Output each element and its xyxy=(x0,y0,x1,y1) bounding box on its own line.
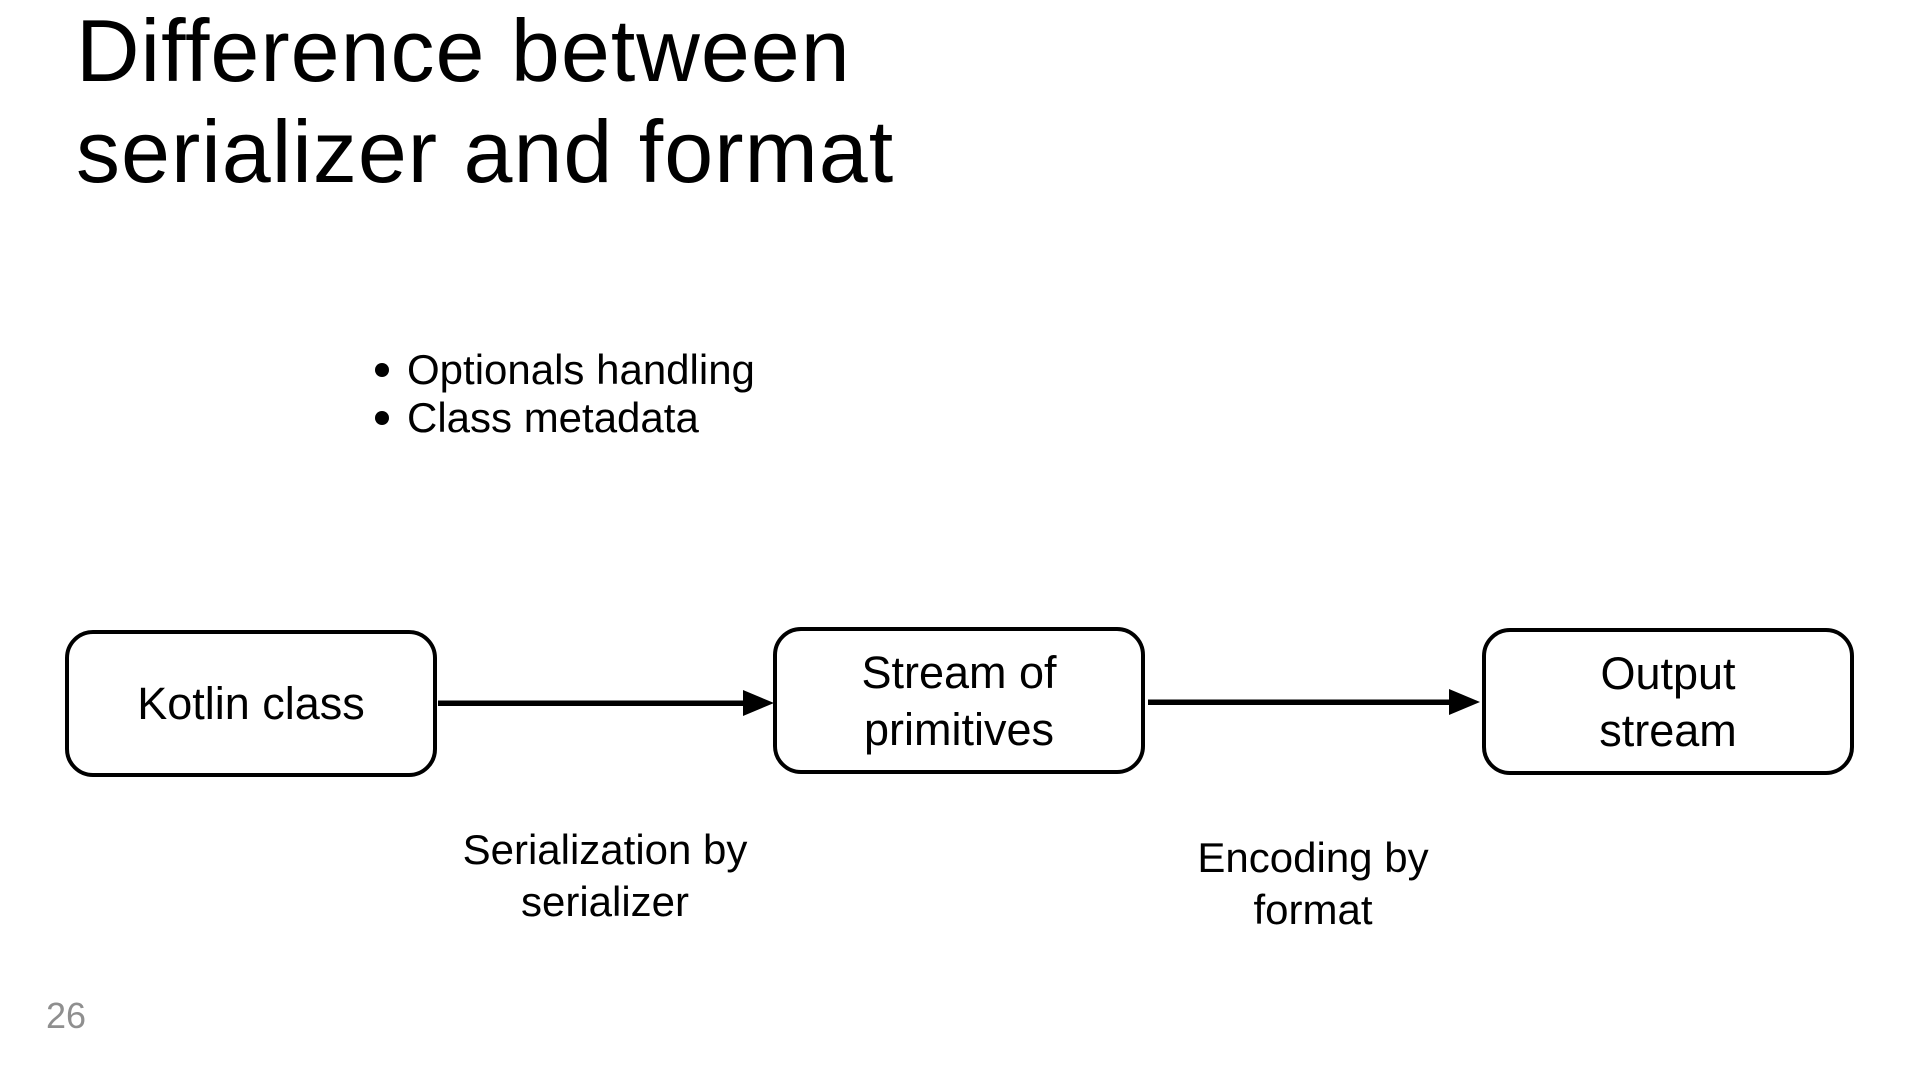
bullet-label: Class metadata xyxy=(407,394,699,441)
node-label: Kotlin class xyxy=(137,678,365,729)
diagram-node-stream-of-primitives: Stream of primitives xyxy=(773,627,1145,774)
flow-arrow-icon xyxy=(438,690,774,716)
node-label: Output stream xyxy=(1599,647,1737,756)
diagram-node-kotlin-class: Kotlin class xyxy=(65,630,437,777)
slide-title: Difference between serializer and format xyxy=(76,1,895,201)
diagram-node-output-stream: Output stream xyxy=(1482,628,1854,775)
bullet-dot-icon xyxy=(375,363,389,377)
bullet-item: Optionals handling xyxy=(375,346,755,394)
bullet-item: Class metadata xyxy=(375,394,755,442)
bullet-label: Optionals handling xyxy=(407,346,755,393)
page-number: 26 xyxy=(46,995,87,1036)
node-label: Stream of primitives xyxy=(861,646,1057,755)
bullet-dot-icon xyxy=(375,411,389,425)
edge-label-encoding-by-format: Encoding by format xyxy=(1197,834,1429,933)
edge-label-serialization-by-serializer: Serialization by serializer xyxy=(462,826,748,925)
bullet-list: Optionals handling Class metadata xyxy=(375,346,755,442)
flow-arrow-icon xyxy=(1148,689,1480,715)
